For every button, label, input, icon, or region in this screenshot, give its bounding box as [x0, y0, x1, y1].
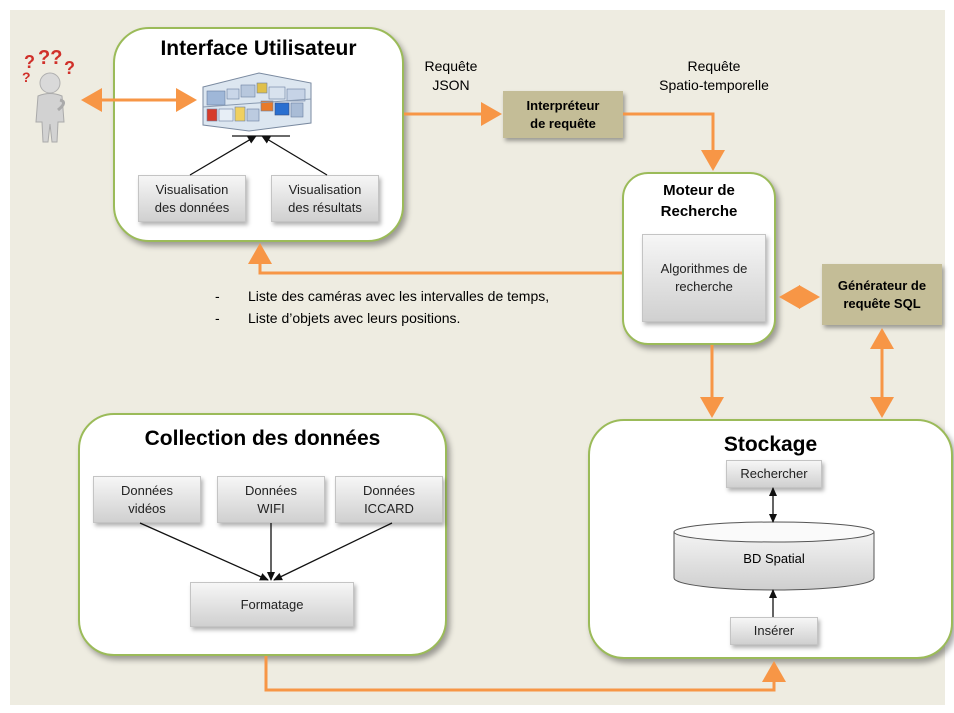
storage-title: Stockage: [723, 433, 818, 456]
request-interpreter-box: Interpréteur de requête: [503, 91, 623, 138]
formatting-box: Formatage: [190, 582, 354, 627]
confused-user-icon: ? ?? ? ?: [22, 50, 75, 143]
bullet-dash: -: [215, 288, 220, 304]
svg-text:??: ??: [38, 50, 62, 69]
results-list-item: Liste des caméras avec les intervalles d…: [248, 288, 550, 304]
spatial-db-label: BD Spatial: [743, 551, 805, 566]
svg-text:?: ?: [64, 58, 75, 78]
insert-box: Insérer: [730, 617, 818, 645]
search-box: Rechercher: [726, 460, 822, 488]
results-list-item: Liste d’objets avec leurs positions.: [248, 310, 461, 326]
data-visualisation-box: Visualisation des données: [138, 175, 246, 222]
spatiotemporal-request-label: Requête Spatio-temporelle: [659, 58, 769, 93]
spatial-db-cylinder: [673, 521, 875, 591]
interface-title: Interface Utilisateur: [160, 37, 357, 60]
bullet-dash: -: [215, 310, 220, 326]
video-data-box: Données vidéos: [93, 476, 201, 523]
results-bullet-2: - Liste d’objets avec leurs positions.: [215, 309, 460, 328]
svg-text:?: ?: [22, 69, 31, 85]
search-algorithms-box: Algorithmes de recherche: [642, 234, 766, 322]
wifi-data-box: Données WIFI: [217, 476, 325, 523]
sql-generator-box: Générateur de requête SQL: [822, 264, 942, 325]
search-engine-title: Moteur de Recherche: [660, 182, 738, 220]
results-bullet-1: - Liste des caméras avec les intervalles …: [215, 287, 549, 306]
results-visualisation-box: Visualisation des résultats: [271, 175, 379, 222]
json-request-label: Requête JSON: [424, 58, 478, 93]
floor-map-image: [199, 65, 315, 135]
svg-text:?: ?: [24, 52, 35, 72]
iccard-data-box: Données ICCARD: [335, 476, 443, 523]
collection-title: Collection des données: [144, 427, 381, 450]
